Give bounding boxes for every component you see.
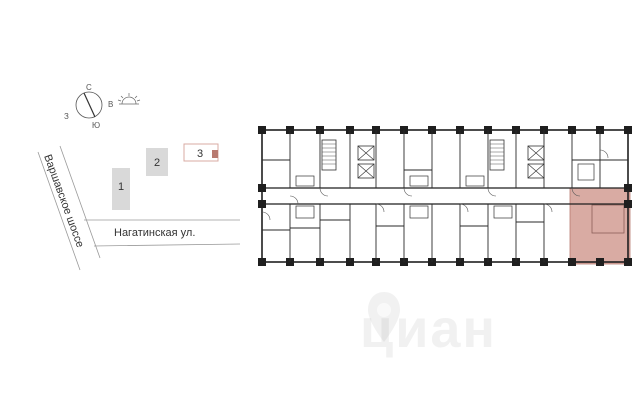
building-3[interactable]: 3 bbox=[183, 143, 219, 162]
compass-south: Ю bbox=[92, 121, 100, 130]
compass-needle-icon bbox=[83, 92, 96, 118]
compass: С Ю З В bbox=[64, 83, 141, 130]
building-2[interactable]: 2 bbox=[146, 148, 168, 176]
building-1[interactable]: 1 bbox=[112, 168, 130, 210]
core-left bbox=[321, 139, 375, 179]
selected-apartment-room bbox=[591, 204, 625, 234]
partition-walls-upper bbox=[262, 130, 628, 188]
road-highway: Варшавское шоссе bbox=[37, 145, 101, 271]
street-label: Нагатинская ул. bbox=[114, 227, 195, 239]
partition-walls-lower bbox=[262, 204, 545, 262]
road-street: Нагатинская ул. bbox=[84, 219, 240, 247]
site-plan: С Ю З В Варшавское шоссе Нагатинская ул.… bbox=[37, 83, 240, 271]
compass-north: С bbox=[86, 83, 92, 92]
compass-east: В bbox=[108, 100, 113, 109]
core-right bbox=[489, 139, 545, 179]
compass-west: З bbox=[64, 112, 69, 121]
building-2-label: 2 bbox=[154, 157, 160, 169]
outer-walls bbox=[261, 129, 629, 263]
corridor-walls bbox=[262, 187, 628, 205]
compass-ring-icon bbox=[75, 91, 103, 119]
building-1-label: 1 bbox=[118, 181, 124, 193]
sun-icon bbox=[117, 93, 141, 105]
doors bbox=[261, 149, 609, 221]
bathrooms bbox=[295, 163, 595, 219]
floor-plan bbox=[258, 126, 632, 266]
selected-apartment[interactable] bbox=[569, 187, 631, 265]
building-3-label: 3 bbox=[197, 148, 203, 160]
